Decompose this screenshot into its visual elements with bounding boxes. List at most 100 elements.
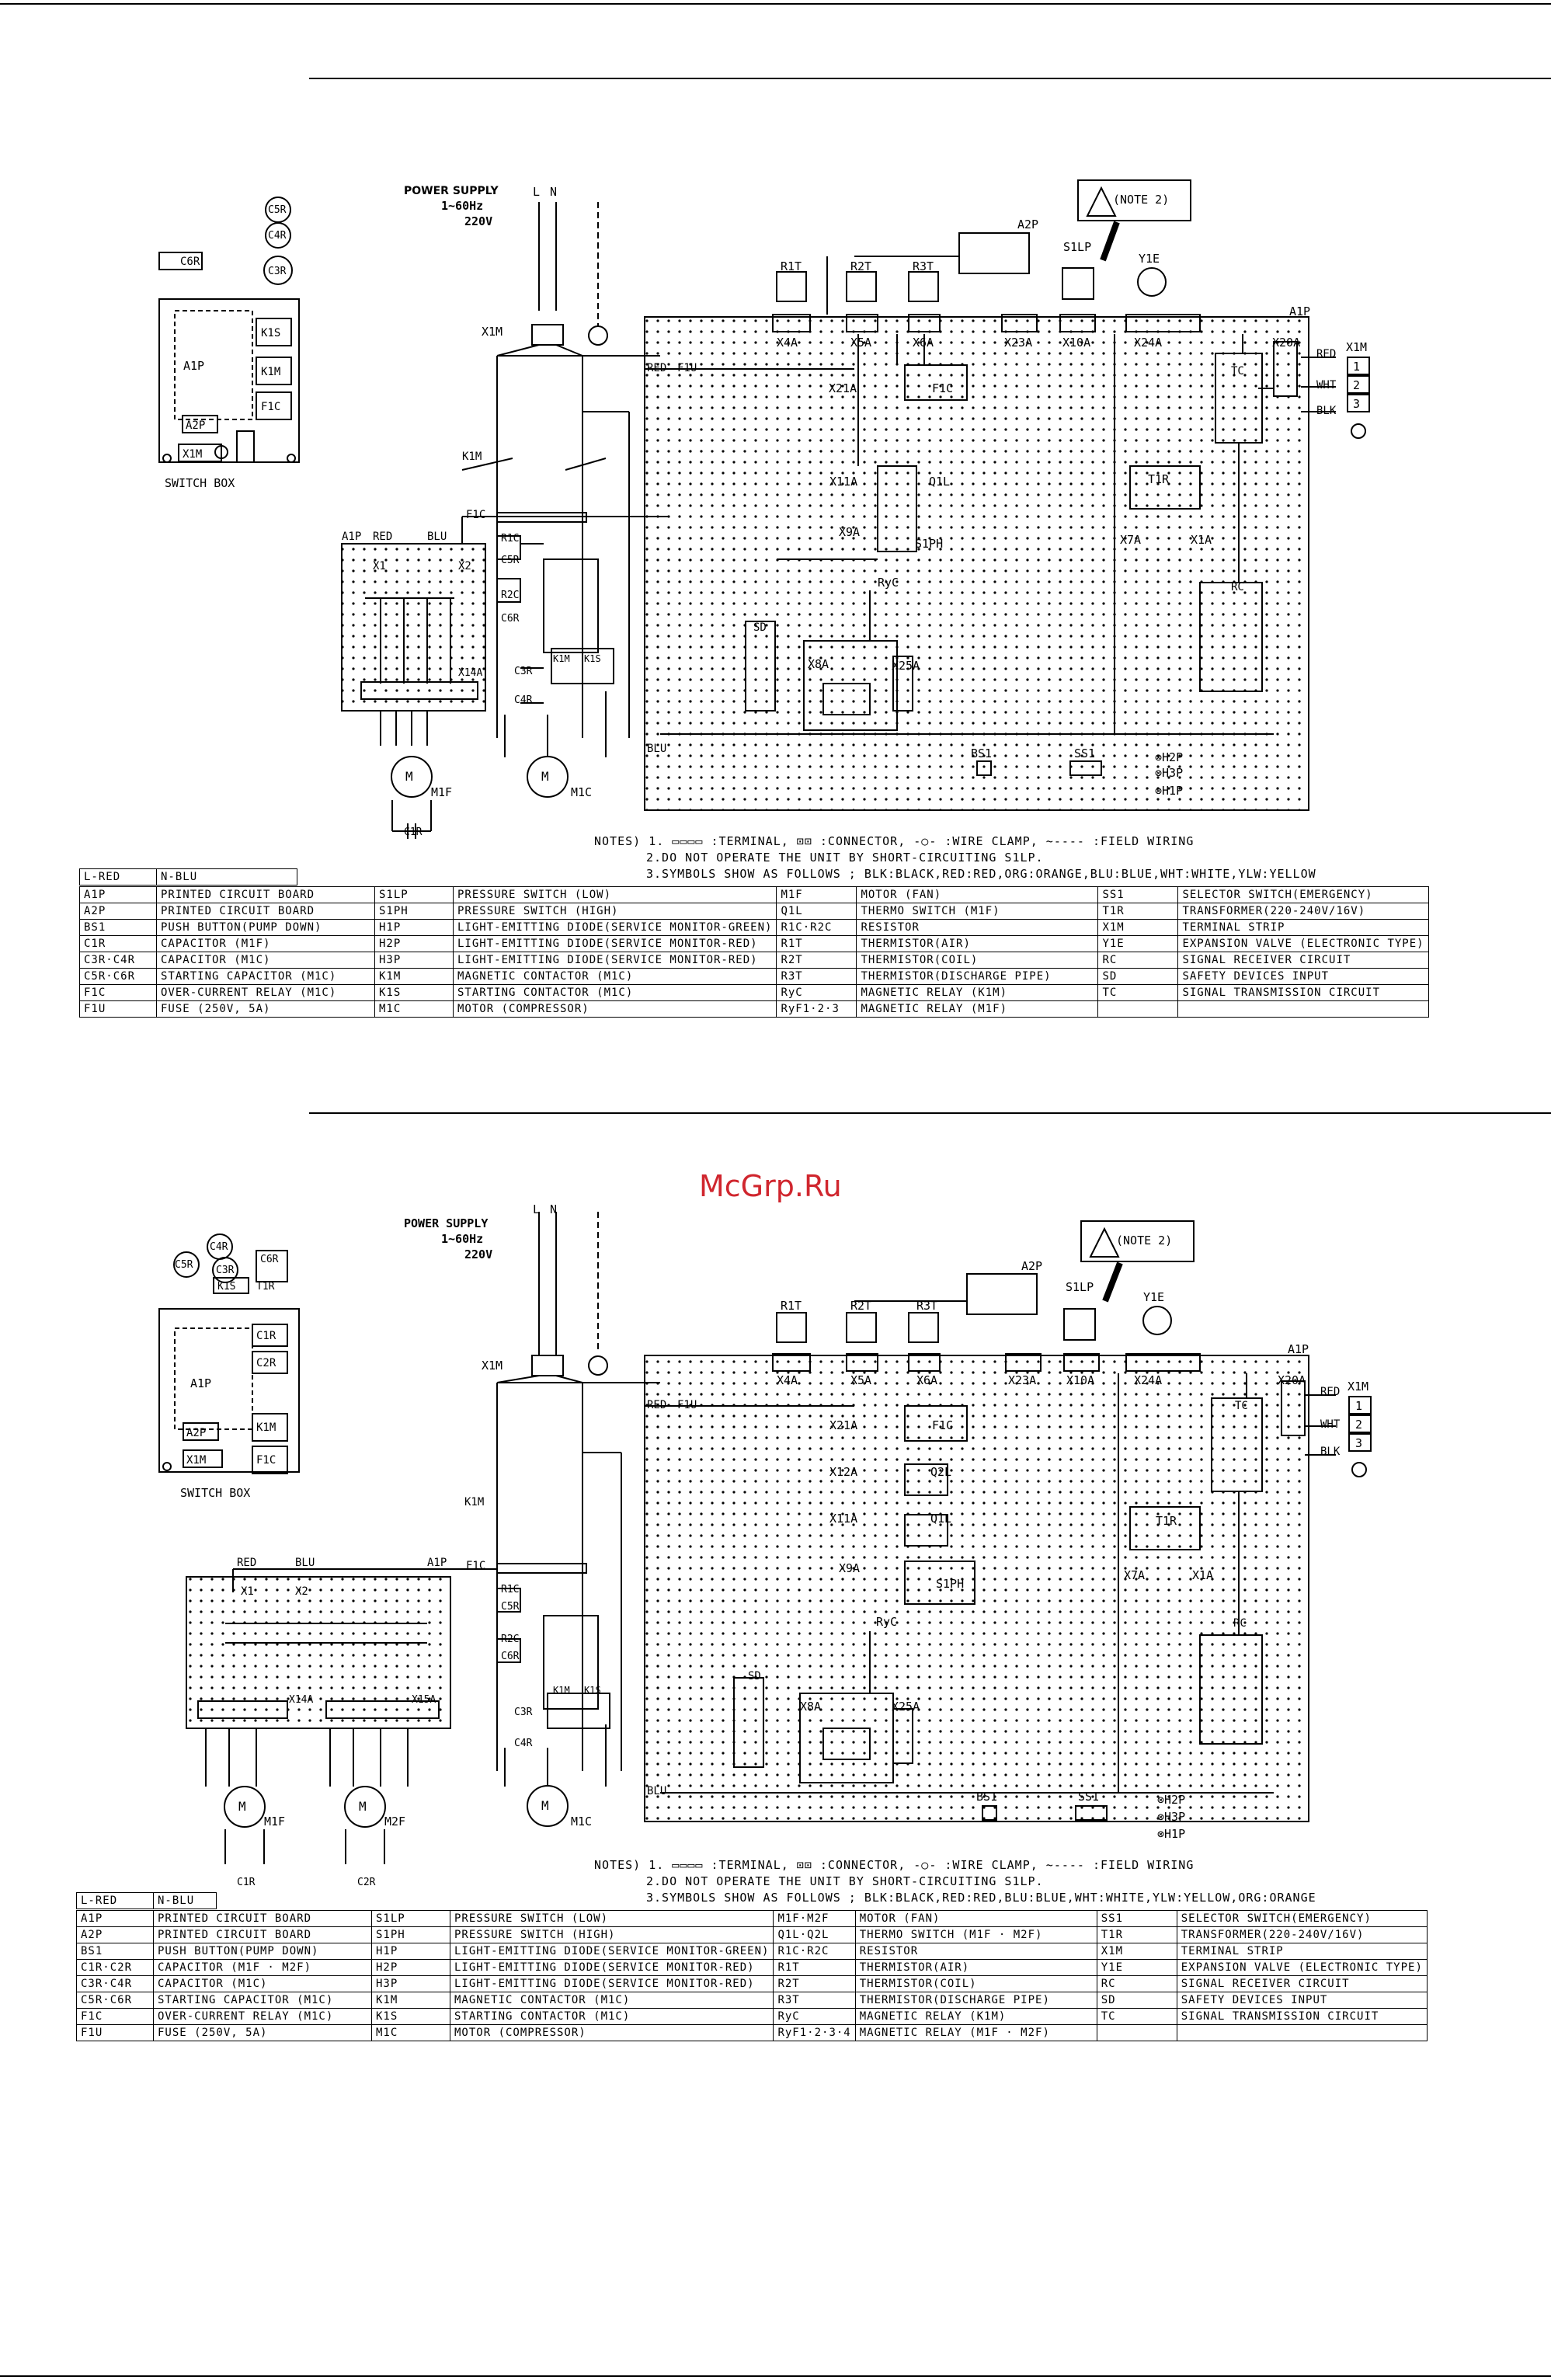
- legend-description: SIGNAL TRANSMISSION CIRCUIT: [1176, 2008, 1428, 2025]
- a1p-label: A1P: [1289, 304, 1310, 318]
- x6a-label-2: X6A: [916, 1373, 937, 1387]
- switchbox2-c4r-label: C4R: [210, 1241, 228, 1253]
- legend-description: LIGHT-EMITTING DIODE(SERVICE MONITOR-RED…: [449, 1975, 774, 1992]
- x25a-label: X25A: [892, 659, 920, 673]
- terminal-3: 3: [1353, 397, 1360, 411]
- legend-code: Y1E: [1096, 1959, 1177, 1976]
- switchbox-a2p-label: A2P: [186, 419, 205, 432]
- tc-label-2: TC: [1235, 1400, 1248, 1412]
- legend-code: TC: [1097, 984, 1179, 1001]
- bottom-rule: [0, 2375, 1551, 2377]
- f1c-label: F1C: [932, 381, 953, 395]
- switch-box-2: [158, 1233, 300, 1474]
- fan-board-1: [341, 543, 486, 712]
- x11a-label: X11A: [829, 475, 857, 489]
- legend-description: CAPACITOR (M1C): [153, 1975, 372, 1992]
- m1f-label: M1F: [431, 785, 452, 799]
- compressor-2: [496, 1588, 610, 1827]
- fanboard-a1p-label: A1P: [342, 531, 361, 543]
- legend-code: BS1: [79, 919, 157, 936]
- line-label-2: L: [533, 1202, 540, 1216]
- rc-label-2: RC: [1233, 1617, 1247, 1630]
- legend-description: STARTING CAPACITOR (M1C): [156, 968, 375, 985]
- x20a-label-2: X20A: [1278, 1373, 1306, 1387]
- legend-description: PRINTED CIRCUIT BOARD: [156, 903, 375, 920]
- blu-label: BLU: [647, 743, 666, 755]
- legend-code: RC: [1097, 952, 1179, 969]
- section-rule-2: [309, 1112, 1551, 1114]
- legend-description: SAFETY DEVICES INPUT: [1177, 968, 1429, 985]
- terminal-blk-label: BLK: [1316, 405, 1337, 417]
- k1m-comp-label-2: K1M: [464, 1496, 484, 1508]
- fanboard2-a1p-label: A1P: [427, 1557, 447, 1569]
- legend-code: R2T: [776, 952, 857, 969]
- legend-description: CAPACITOR (M1C): [156, 952, 375, 969]
- r3t-label-2: R3T: [916, 1299, 937, 1313]
- x24a-label-2: X24A: [1134, 1373, 1162, 1387]
- compressor-1: [496, 535, 614, 798]
- r1c-label-2: R1C: [501, 1584, 519, 1595]
- ryc-label: RyC: [878, 576, 899, 590]
- legend-code: SS1: [1096, 1910, 1177, 1927]
- x9a-label: X9A: [839, 525, 860, 539]
- wiring-diagram-2: POWER SUPPLY 1~60Hz 220V L N X1M (NOTE 2…: [0, 1150, 1551, 2066]
- switchbox-k1m-label: K1M: [261, 366, 280, 378]
- legend-code: [1097, 1000, 1179, 1018]
- legend-code: R3T: [776, 968, 857, 985]
- legend-description: MAGNETIC RELAY (K1M): [854, 2008, 1097, 2025]
- x20a-label: X20A: [1272, 336, 1300, 350]
- notes-1-line-1: NOTES) 1. ▭▭▭▭ :TERMINAL, ⊡⊡ :CONNECTOR,…: [594, 834, 1195, 848]
- legend-code: SD: [1096, 1992, 1177, 2009]
- terminal-x1m-label: X1M: [1346, 340, 1367, 354]
- fanboard-red-label: RED: [373, 531, 392, 543]
- f1u-label: F1U: [677, 362, 697, 374]
- legend-description: THERMISTOR(DISCHARGE PIPE): [854, 1992, 1097, 2009]
- h3p-label-2: ⊗H3P: [1157, 1810, 1185, 1824]
- legend-code: H1P: [371, 1943, 450, 1960]
- notes-2-line-3: 3.SYMBOLS SHOW AS FOLLOWS ; BLK:BLACK,RE…: [646, 1891, 1316, 1905]
- h3p-label: ⊗H3P: [1155, 766, 1183, 780]
- terminal-red-label: RED: [1316, 348, 1336, 360]
- power-feed-1: [461, 202, 668, 738]
- sd-label: SD: [753, 621, 767, 634]
- legend-description: PRESSURE SWITCH (LOW): [449, 1910, 774, 1927]
- c5r-label: C5R: [501, 555, 520, 566]
- legend-description: THERMISTOR(AIR): [856, 935, 1099, 952]
- legend-description: TRANSFORMER(220-240V/16V): [1177, 903, 1429, 920]
- s1lp-label-2: S1LP: [1066, 1280, 1094, 1294]
- legend-description: RESISTOR: [856, 919, 1099, 936]
- switchbox2-x1m-label: X1M: [186, 1454, 206, 1467]
- legend-code: S1LP: [374, 886, 454, 903]
- a2p-label-2: A2P: [1021, 1259, 1042, 1273]
- fanboard2-blu-label: BLU: [295, 1557, 315, 1569]
- header-l-red-2: L-RED: [76, 1892, 154, 1909]
- switchbox2-k1m-label: K1M: [256, 1421, 276, 1434]
- legend-code: RyC: [776, 984, 857, 1001]
- legend-description: PUSH BUTTON(PUMP DOWN): [156, 919, 375, 936]
- switchbox-x1m-label: X1M: [183, 448, 202, 461]
- f1u-label-2: F1U: [677, 1399, 697, 1411]
- switchbox-k1s-label: K1S: [261, 327, 280, 339]
- bs1-label: BS1: [971, 746, 992, 760]
- legend-description: LIGHT-EMITTING DIODE(SERVICE MONITOR-RED…: [452, 952, 777, 969]
- hz-label-2: 1~60Hz: [441, 1232, 483, 1246]
- c6r-label-2: C6R: [501, 1651, 520, 1662]
- legend-code: [1096, 2024, 1177, 2041]
- legend-code: Q1L·Q2L: [773, 1926, 856, 1943]
- f1c-label-2: F1C: [932, 1418, 953, 1432]
- switchbox2-a2p-label: A2P: [186, 1427, 206, 1439]
- legend-code: Y1E: [1097, 935, 1179, 952]
- fanboard2-x14a-label: X14A: [289, 1694, 313, 1706]
- terminal-2: 2: [1353, 378, 1360, 392]
- m1f-motor-symbol-2: M: [238, 1799, 246, 1814]
- m1f-motor-symbol: M: [405, 769, 413, 784]
- terminal-2-2: 2: [1355, 1418, 1362, 1432]
- ryc-label-2: RyC: [876, 1615, 897, 1629]
- schematic-1: POWER SUPPLY 1~60Hz 220V L N X1M (NOTE 2…: [158, 179, 1370, 839]
- legend-code: C3R·C4R: [76, 1975, 154, 1992]
